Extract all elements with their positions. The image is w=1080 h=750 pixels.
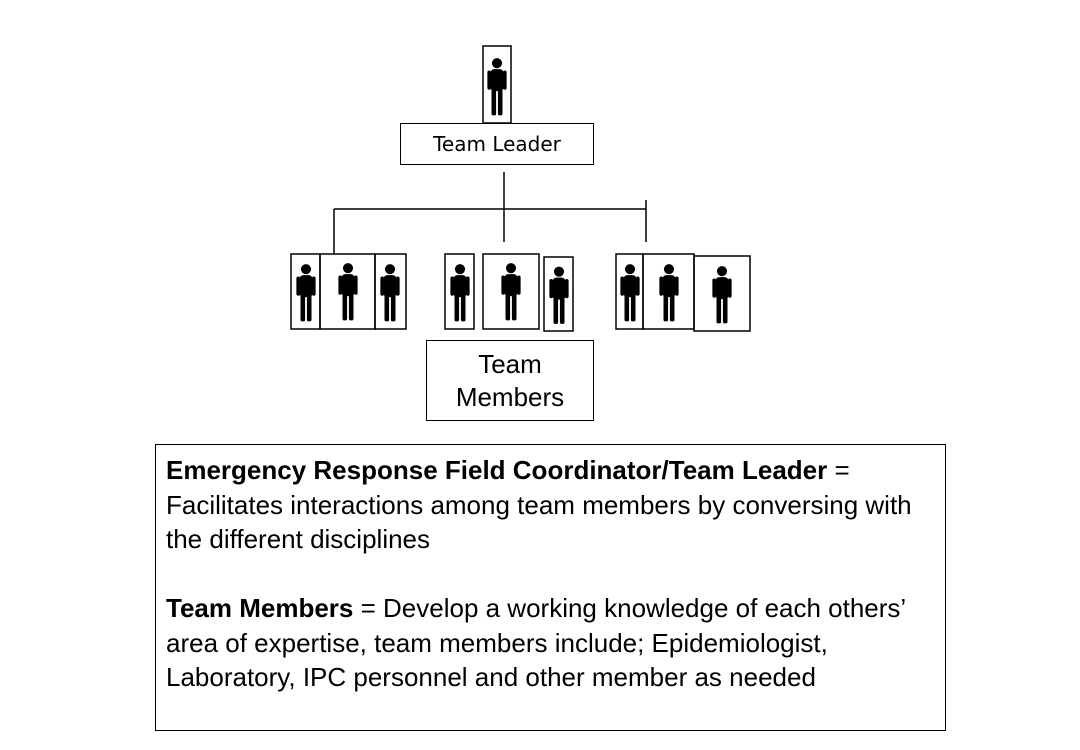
leader-description: Emergency Response Field Coordinator/Tea… bbox=[166, 453, 935, 557]
description-box: Emergency Response Field Coordinator/Tea… bbox=[155, 444, 946, 731]
member-frame bbox=[374, 253, 407, 330]
team-members-label-line2: Members bbox=[455, 381, 565, 412]
members-term: Team Members bbox=[166, 593, 354, 623]
person-icon bbox=[549, 266, 569, 324]
person-icon bbox=[380, 264, 400, 322]
leader-definition: = Facilitates interactions among team me… bbox=[166, 455, 912, 554]
person-icon bbox=[487, 58, 507, 116]
person-icon bbox=[450, 264, 470, 322]
leader-figure bbox=[482, 45, 512, 124]
leader-term: Emergency Response Field Coordinator/Tea… bbox=[166, 455, 828, 485]
member-frame bbox=[543, 256, 574, 332]
member-frame bbox=[693, 255, 751, 332]
team-members-label-line1: Team bbox=[478, 348, 542, 379]
team-members-label: Team Members bbox=[426, 340, 594, 421]
connector-lines bbox=[333, 172, 647, 254]
person-icon bbox=[338, 263, 358, 321]
member-group-middle bbox=[444, 253, 574, 332]
person-icon bbox=[501, 263, 521, 321]
member-frame bbox=[444, 253, 475, 330]
members-description: Team Members = Develop a working knowled… bbox=[166, 591, 935, 695]
team-leader-label: Team Leader bbox=[400, 123, 594, 165]
person-icon bbox=[712, 266, 732, 324]
person-icon bbox=[296, 264, 316, 322]
member-group-left bbox=[290, 253, 407, 330]
members-definition: = Develop a working knowledge of each ot… bbox=[166, 593, 906, 692]
person-icon bbox=[620, 264, 640, 322]
person-icon bbox=[659, 264, 679, 322]
member-frame bbox=[482, 253, 540, 330]
member-group-right bbox=[615, 253, 751, 332]
